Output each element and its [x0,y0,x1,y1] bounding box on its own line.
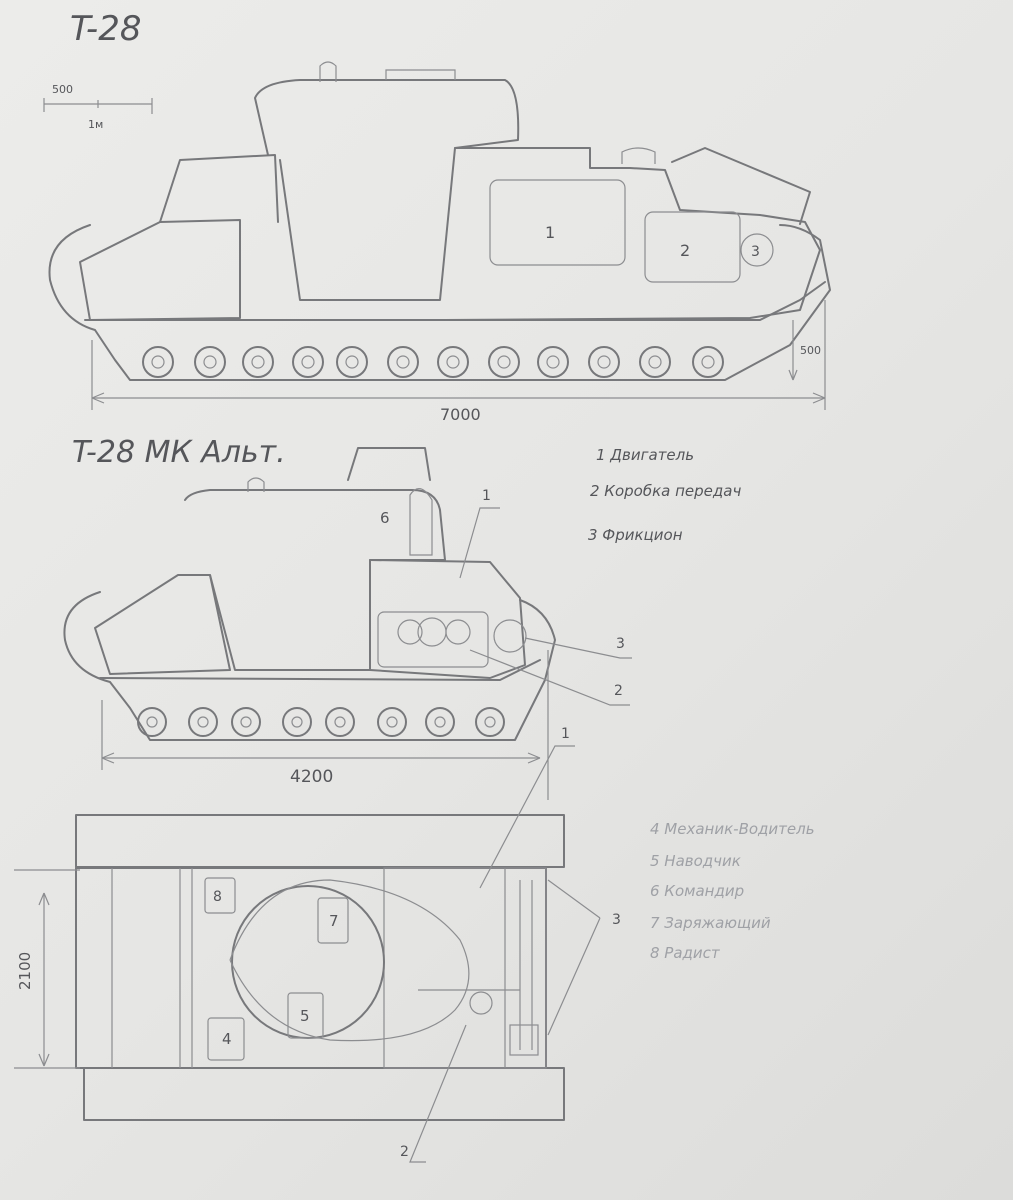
t28mk-hull [63,591,556,741]
t28-height-dimension: 500 [788,320,821,381]
top-callout-2: 2 [400,1144,409,1160]
t28mk-commander-hatch [409,488,433,556]
t28-turret-hatch [385,69,456,80]
t28mk-callout-2: 2 [614,683,623,699]
scale-label-500: 500 [52,83,73,96]
top-crew-7: 7 [329,912,339,930]
t28mk-road-wheels [137,707,505,737]
top-leader-3 [547,879,601,1036]
top-view: 8 7 5 4 1 2 3 2100 [14,726,621,1163]
t28-hull [48,224,831,381]
t28mk-front-glacis [94,574,231,675]
top-crew-8: 8 [213,889,222,905]
t28-track-top [84,281,826,321]
t28mk-track-top [99,659,541,681]
t28-gearbox-box [644,211,741,283]
t28mk-gear-3 [445,619,471,645]
legend-item-clutch: 3 Фрикцион [588,526,683,544]
top-width-label: 2100 [16,952,34,990]
legend-crew-radio: 8 Радист [650,944,721,962]
top-station-loader [317,897,349,944]
t28-rear-plate [671,147,811,225]
top-track-upper [75,814,565,868]
t28mk-turret [184,489,446,671]
t28mk-callout-3: 3 [616,636,625,652]
legend-crew-loader: 7 Заряжающий [650,914,771,932]
top-leader-1 [479,745,575,889]
legend-crew-commander: 6 Командир [650,882,744,900]
legend-crew-driver: 4 Механик-Водитель [650,820,815,838]
t28-rear-hatch [621,147,656,164]
t28mk-crew-6: 6 [380,509,390,527]
legend-item-engine: 1 Двигатель [596,446,694,464]
top-station-radio [204,877,236,914]
top-callout-1: 1 [561,726,570,742]
top-engine-bay [383,867,547,1069]
t28mk-side-view: T-28 МК Альт. 6 1 3 2 [63,435,632,800]
t28mk-cupola [347,447,431,481]
t28-clutch-circle [740,233,774,267]
t28-turret-periscope [319,61,337,82]
t28-height-label: 500 [800,344,821,357]
scale-label-1m: 1м [88,118,103,131]
t28-engine-box [489,179,626,266]
t28mk-cupola-periscope [247,477,265,492]
t28mk-gearbox-box [377,611,489,668]
t28mk-leader-1 [459,507,500,579]
top-crew-4: 4 [222,1030,232,1048]
t28mk-gear-1 [397,619,423,645]
top-turret-outline [229,879,470,1042]
top-station-gunner [287,992,324,1039]
t28-title: T-28 [70,9,141,49]
t28mk-callout-1: 1 [482,488,491,504]
top-gearbox-box [509,1024,539,1056]
legend-crew-gunner: 5 Наводчик [650,852,741,870]
legend-components: 1 Двигатель 2 Коробка передач 3 Фрикцион [588,446,741,544]
t28-engine-deck [444,147,821,321]
top-clutch-circle [469,991,493,1015]
top-leader-2 [409,1024,467,1163]
t28mk-leader-2 [469,649,630,706]
t28mk-clutch-circle [493,619,527,653]
t28-sponson-left [159,154,279,223]
t28-front-glacis [79,219,241,321]
top-width-dimension: 2100 [14,869,80,1069]
top-callout-3: 3 [612,912,621,928]
t28-callout-3: 3 [751,244,760,260]
scale-bar: 500 1м [43,83,153,131]
t28-main-turret [254,79,520,301]
t28-callout-1: 1 [545,223,555,242]
top-track-lower [83,1067,565,1121]
t28mk-title: T-28 МК Альт. [72,435,286,470]
top-crew-5: 5 [300,1007,310,1025]
t28-side-view: T-28 500 1м 1 2 3 [43,9,831,424]
top-station-driver [207,1017,245,1061]
t28mk-length-dimension: 4200 [101,650,549,800]
legend-item-gearbox: 2 Коробка передач [590,482,741,500]
t28-length-dimension: 7000 [91,300,826,424]
t28-road-wheels [142,346,724,378]
t28-length-label: 7000 [440,405,481,424]
legend-crew: 4 Механик-Водитель 5 Наводчик 6 Командир… [650,820,815,962]
t28mk-length-label: 4200 [290,767,333,787]
t28-callout-2: 2 [680,241,690,260]
t28mk-leader-3 [524,637,632,659]
t28mk-engine-deck [369,559,526,679]
